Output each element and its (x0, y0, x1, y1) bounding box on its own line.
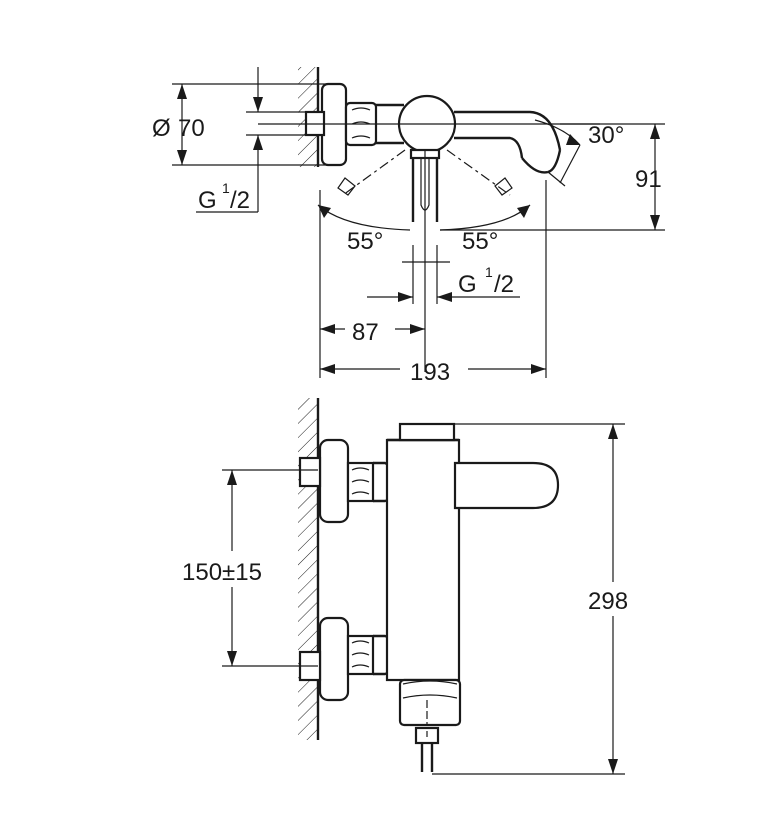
thread-bottom-num: 1 (485, 264, 493, 280)
angle-outlet-label: 30° (588, 122, 624, 149)
dim-91-label: 91 (635, 166, 662, 193)
diameter-value: 70 (178, 115, 205, 142)
dim-height-label: 298 (588, 588, 628, 615)
thread-left-den: /2 (230, 187, 250, 214)
dim-87-label: 87 (352, 319, 379, 346)
diameter-symbol: Ø (152, 115, 171, 142)
thread-bottom-prefix: G (458, 271, 477, 298)
angle-left-label: 55° (347, 228, 383, 255)
top-view: Ø 70 G 1 /2 30° 91 55° 55° G 1 /2 87 193 (152, 67, 665, 386)
dim-193-label: 193 (410, 359, 450, 386)
thread-left-prefix: G (198, 187, 217, 214)
wall-front (298, 398, 320, 740)
dim-centers-label: 150±15 (182, 559, 262, 586)
angle-right-label: 55° (462, 228, 498, 255)
front-view: 150±15 298 (182, 398, 628, 775)
thread-bottom-den: /2 (494, 271, 514, 298)
thread-left-num: 1 (222, 180, 230, 196)
